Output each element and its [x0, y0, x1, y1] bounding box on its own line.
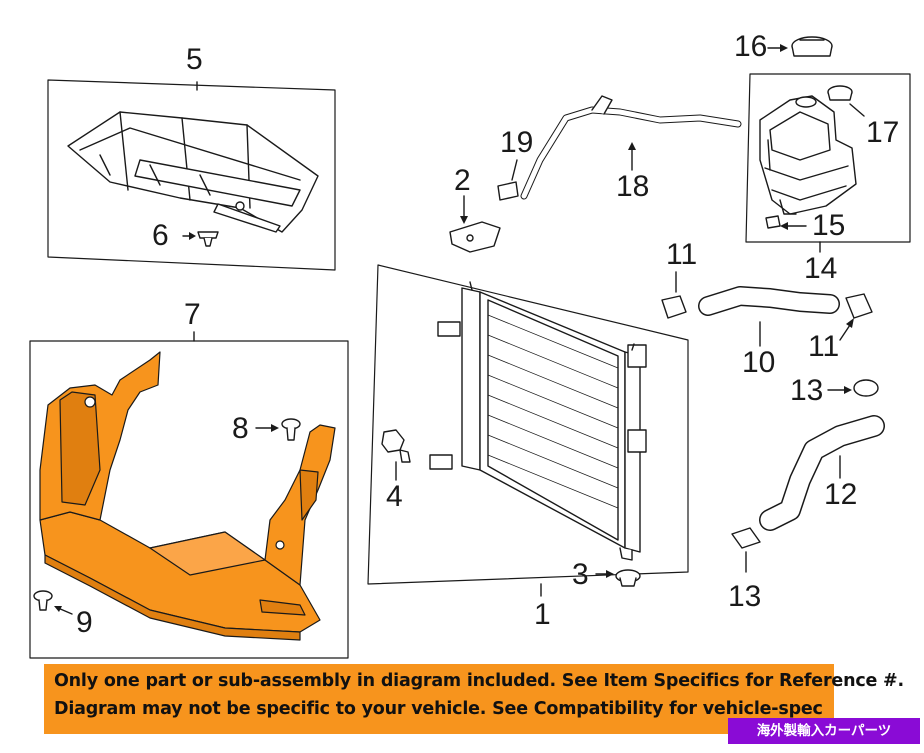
reservoir-drawing — [759, 95, 857, 215]
callout-3: 3 — [572, 558, 589, 591]
callout-4: 4 — [386, 480, 403, 513]
box-5-frame — [47, 79, 336, 271]
disclaimer-banner: Only one part or sub-assembly in diagram… — [44, 664, 904, 734]
arrow-16 — [780, 44, 788, 52]
arrow-2 — [460, 216, 468, 224]
pushpin-9 — [33, 590, 53, 611]
box-14-frame — [745, 73, 911, 243]
callout-11b: 11 — [808, 330, 840, 363]
cap-17 — [827, 85, 853, 101]
callout-6: 6 — [152, 219, 169, 252]
arrow-3 — [606, 570, 614, 578]
upper-hose-10 — [698, 286, 840, 316]
sensor-4 — [381, 429, 411, 463]
clamp-11a — [661, 295, 687, 319]
box-7-frame — [29, 340, 349, 659]
leader-17 — [849, 103, 865, 117]
arrow-9 — [54, 606, 62, 612]
import-parts-tag: 海外製輸入カーパーツ — [728, 718, 920, 744]
clamp-13b — [731, 527, 761, 549]
bracket-2 — [449, 221, 501, 253]
pushpin-6 — [197, 231, 219, 247]
cap-16 — [791, 36, 833, 57]
callout-5: 5 — [186, 43, 203, 76]
callout-17: 17 — [866, 116, 900, 149]
arrow-13a — [844, 386, 852, 394]
leader-19 — [511, 159, 518, 181]
callout-2: 2 — [454, 164, 471, 197]
clamp-11b — [845, 293, 873, 319]
callout-1: 1 — [534, 598, 551, 631]
clamp-19 — [497, 181, 519, 201]
arrow-8 — [271, 424, 279, 432]
callout-13a: 13 — [790, 374, 824, 407]
callout-10: 10 — [742, 346, 776, 379]
box-1-frame — [367, 264, 689, 585]
arrow-11b — [846, 318, 854, 328]
disclaimer-line-2: Diagram may not be specific to your vehi… — [54, 699, 823, 719]
drain-plug-3 — [615, 569, 641, 587]
callout-16: 16 — [734, 30, 768, 63]
callout-7: 7 — [184, 298, 201, 331]
radiator-drawing — [429, 281, 647, 561]
arrow-6 — [189, 232, 196, 240]
arrow-15 — [780, 222, 788, 230]
callout-15: 15 — [812, 209, 846, 242]
clamp-13a — [853, 379, 879, 397]
callout-11a: 11 — [666, 238, 698, 271]
overflow-hose-18 — [520, 95, 742, 200]
upper-shield-drawing — [67, 111, 319, 233]
air-deflector-drawing — [39, 351, 336, 641]
disclaimer-line-1: Only one part or sub-assembly in diagram… — [54, 671, 904, 691]
callout-14: 14 — [804, 252, 838, 285]
arrow-18 — [628, 142, 636, 150]
callout-18: 18 — [616, 170, 650, 203]
callout-13b: 13 — [728, 580, 762, 613]
pushpin-8 — [281, 418, 301, 441]
callout-19: 19 — [500, 126, 534, 159]
lower-hose-12 — [759, 415, 885, 531]
callout-8: 8 — [232, 412, 249, 445]
callout-12: 12 — [824, 478, 858, 511]
seal-15 — [765, 215, 781, 229]
callout-9: 9 — [76, 606, 93, 639]
